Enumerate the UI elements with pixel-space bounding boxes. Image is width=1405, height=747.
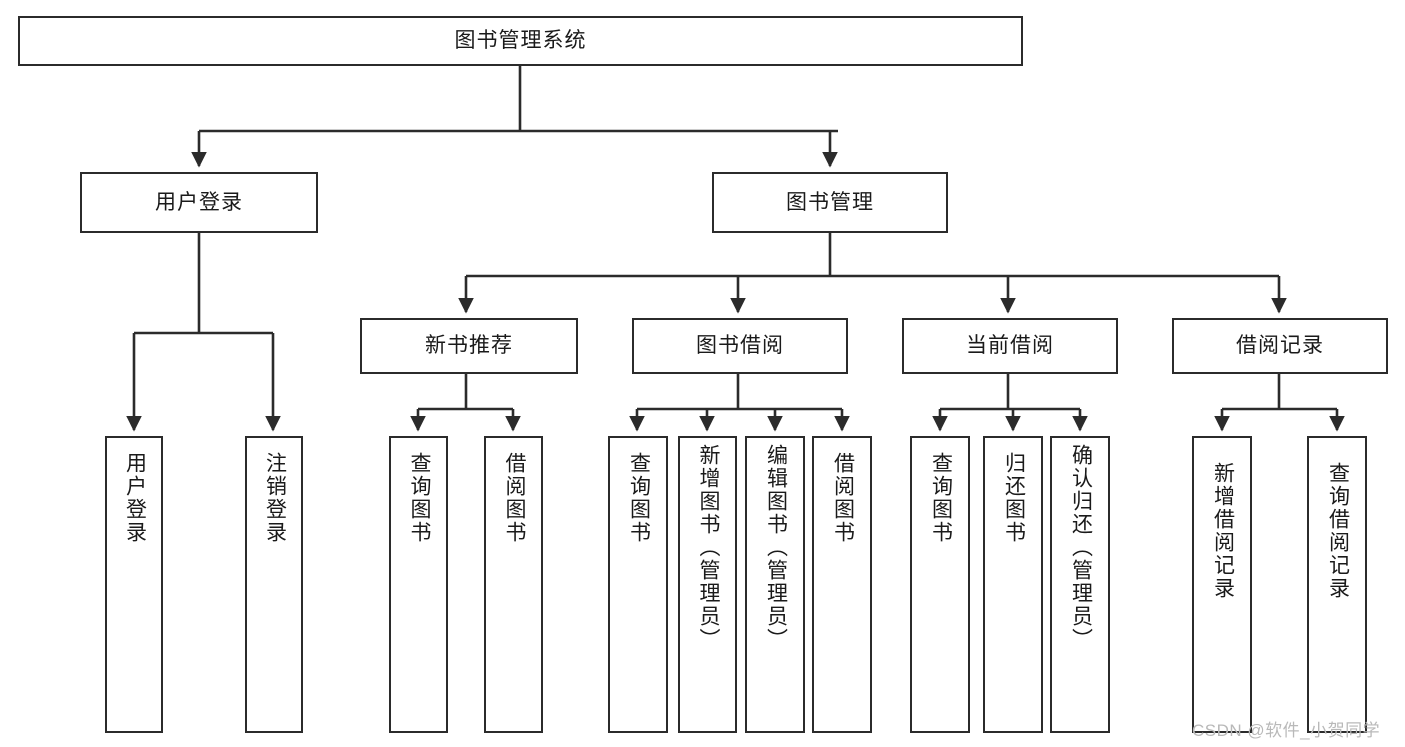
leaf-label: 借阅图书 (502, 452, 526, 544)
node-new-book-rec[interactable]: 新书推荐 (360, 318, 578, 374)
node-borrow-record[interactable]: 借阅记录 (1172, 318, 1388, 374)
node-leaf-confirm-return[interactable]: 确认归还（管理员） (1050, 436, 1110, 733)
leaf-label: 编辑图书（管理员） (764, 444, 788, 651)
node-leaf-edit-book[interactable]: 编辑图书（管理员） (745, 436, 805, 733)
node-leaf-query-record[interactable]: 查询借阅记录 (1307, 436, 1367, 733)
node-current-borrow[interactable]: 当前借阅 (902, 318, 1118, 374)
leaf-label: 新增图书（管理员） (696, 444, 720, 651)
node-user-login[interactable]: 用户登录 (80, 172, 318, 233)
node-leaf-borrow-book-1[interactable]: 借阅图书 (484, 436, 543, 733)
node-leaf-user-login[interactable]: 用户登录 (105, 436, 163, 733)
leaf-label: 新增借阅记录 (1211, 462, 1235, 600)
node-leaf-add-book[interactable]: 新增图书（管理员） (678, 436, 737, 733)
leaf-label: 用户登录 (123, 452, 147, 544)
leaf-label: 查询图书 (627, 452, 651, 544)
node-book-borrow[interactable]: 图书借阅 (632, 318, 848, 374)
leaf-label: 注销登录 (263, 452, 287, 544)
leaf-label: 查询借阅记录 (1326, 462, 1350, 600)
leaf-label: 查询图书 (407, 452, 431, 544)
node-book-manage[interactable]: 图书管理 (712, 172, 948, 233)
leaf-label: 借阅图书 (831, 452, 855, 544)
leaf-label: 查询图书 (929, 452, 953, 544)
node-leaf-query-book-1[interactable]: 查询图书 (389, 436, 448, 733)
node-leaf-query-book-2[interactable]: 查询图书 (608, 436, 668, 733)
node-root[interactable]: 图书管理系统 (18, 16, 1023, 66)
node-leaf-user-logout[interactable]: 注销登录 (245, 436, 303, 733)
leaf-label: 确认归还（管理员） (1069, 444, 1093, 651)
leaf-label: 归还图书 (1002, 452, 1026, 544)
node-leaf-borrow-book-2[interactable]: 借阅图书 (812, 436, 872, 733)
csdn-watermark: CSDN @软件_小贺同学 (1192, 721, 1381, 740)
node-leaf-add-record[interactable]: 新增借阅记录 (1192, 436, 1252, 733)
node-leaf-query-book-3[interactable]: 查询图书 (910, 436, 970, 733)
node-leaf-return-book[interactable]: 归还图书 (983, 436, 1043, 733)
